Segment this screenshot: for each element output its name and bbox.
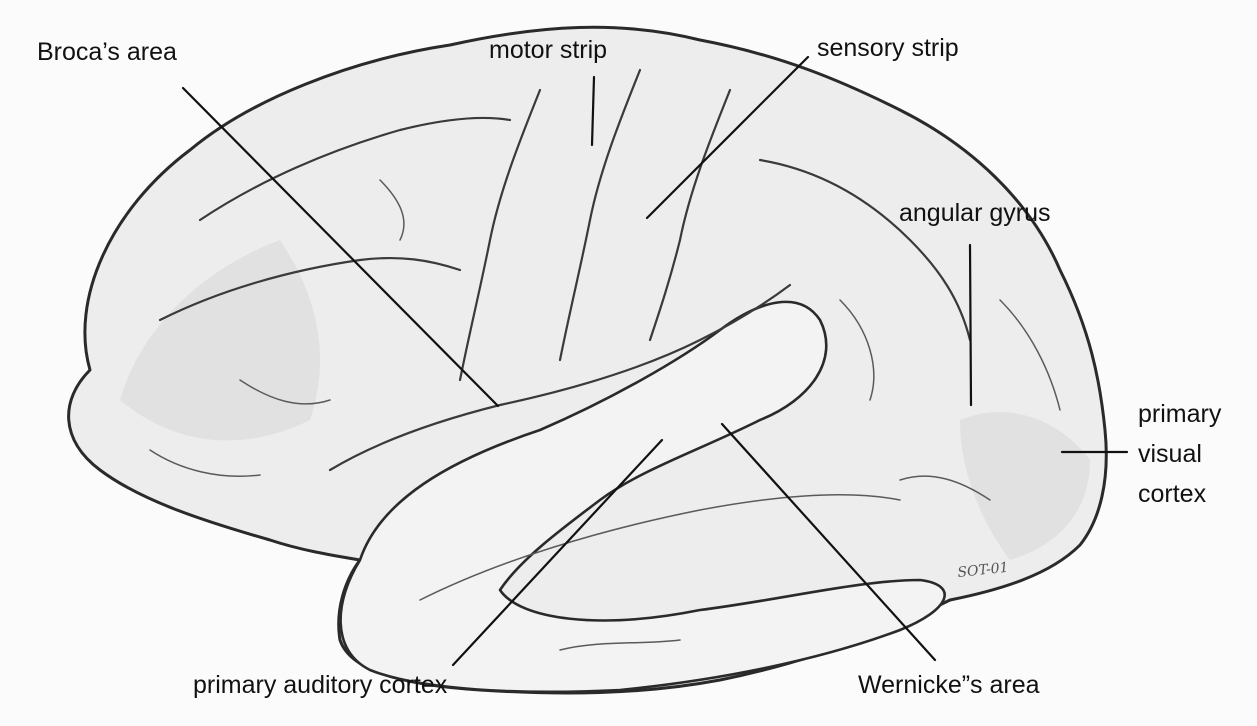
label-visual-cortex-line2: visual <box>1138 440 1202 468</box>
angular-leader <box>970 245 971 405</box>
label-motor-strip: motor strip <box>489 36 607 64</box>
label-broca: Broca’s area <box>37 38 177 66</box>
label-primary-auditory-cortex: primary auditory cortex <box>193 671 448 699</box>
label-angular-gyrus: angular gyrus <box>899 199 1050 227</box>
label-visual-cortex-line3: cortex <box>1138 480 1207 508</box>
label-sensory-strip: sensory strip <box>817 34 959 62</box>
label-wernickes-area: Wernicke”s area <box>858 671 1040 699</box>
label-visual-cortex-line1: primary <box>1138 400 1222 428</box>
